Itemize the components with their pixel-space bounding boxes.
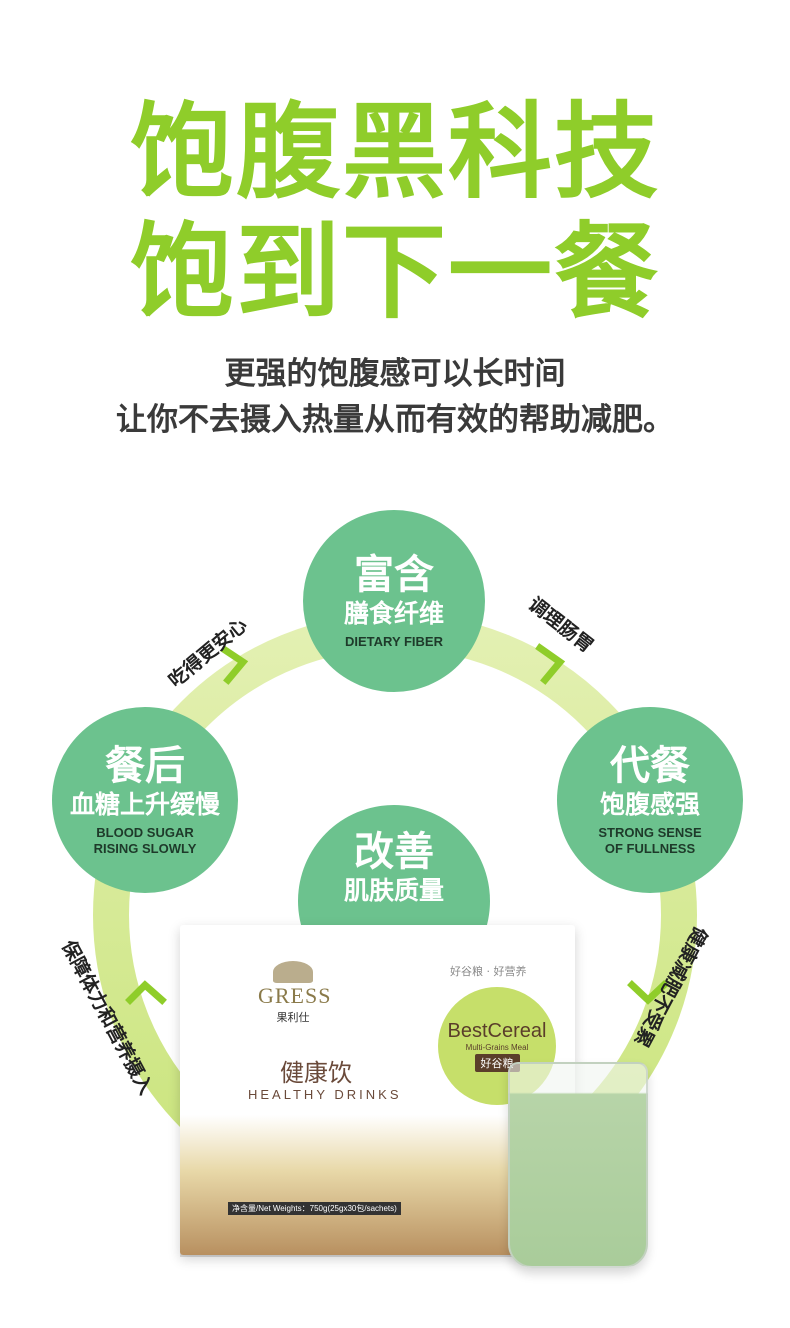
subtitle-line-1: 更强的饱腹感可以长时间 xyxy=(224,356,566,392)
bubble-dietary-fiber: 富含 膳食纤维 DIETARY FIBER xyxy=(303,510,485,692)
bubble-subtitle: 饱腹感强 xyxy=(599,790,700,819)
bubble-subtitle: 血糖上升缓慢 xyxy=(69,790,220,819)
bubble-blood-sugar: 餐后 血糖上升缓慢 BLOOD SUGAR RISING SLOWLY xyxy=(52,707,238,893)
cereal-badge-title: BestCereal xyxy=(447,1020,547,1042)
chevron-icon xyxy=(125,980,167,1005)
product-box: GRESS 果利仕 好谷粮 · 好营养 BestCereal Multi-Gra… xyxy=(180,925,575,1255)
headline-line-2: 饱到下一餐 xyxy=(129,211,660,333)
bubble-english-2: RISING SLOWLY xyxy=(93,841,197,856)
net-weight: 净含量/Net Weights：750g(25gx30包/sachets) xyxy=(228,1202,401,1215)
chevron-icon xyxy=(220,645,249,685)
bubble-english-1: STRONG SENSE xyxy=(598,825,702,840)
bubble-subtitle: 肌肤质量 xyxy=(343,876,444,905)
chevron-icon xyxy=(535,643,566,685)
bubble-subtitle: 膳食纤维 xyxy=(343,599,444,628)
cereal-badge: BestCereal Multi-Grains Meal 好谷粮 xyxy=(438,987,556,1105)
bubble-title: 餐后 xyxy=(105,743,185,789)
brand-logo-cn: 果利仕 xyxy=(276,1011,310,1024)
bubble-english-2: OF FULLNESS xyxy=(604,841,696,856)
bubble-title: 改善 xyxy=(354,829,434,875)
glass-of-drink xyxy=(508,1062,648,1268)
bubble-title: 代餐 xyxy=(610,743,690,789)
brand-logo-word: GRESS xyxy=(258,983,332,1008)
headline-line-1: 饱腹黑科技 xyxy=(129,91,660,213)
bubble-english: DIETARY FIBER xyxy=(345,634,443,649)
product-tagline: 好谷粮 · 好营养 xyxy=(450,965,527,978)
chevron-icon xyxy=(627,980,669,1005)
bubble-english-1: BLOOD SUGAR xyxy=(96,825,194,840)
brand-logo: GRESS 果利仕 xyxy=(258,961,332,1025)
product-name-en: HEALTHY DRINKS xyxy=(248,1087,402,1102)
product-name-cn: 健康饮 xyxy=(280,1059,352,1087)
cereal-badge-subtitle: Multi-Grains Meal xyxy=(465,1043,529,1052)
bubble-fullness: 代餐 饱腹感强 STRONG SENSE OF FULLNESS xyxy=(557,707,743,893)
brand-mark-icon xyxy=(273,961,313,983)
bubble-title: 富含 xyxy=(354,552,434,598)
subtitle-line-2: 让你不去摄入热量从而有效的帮助减肥。 xyxy=(116,402,674,438)
